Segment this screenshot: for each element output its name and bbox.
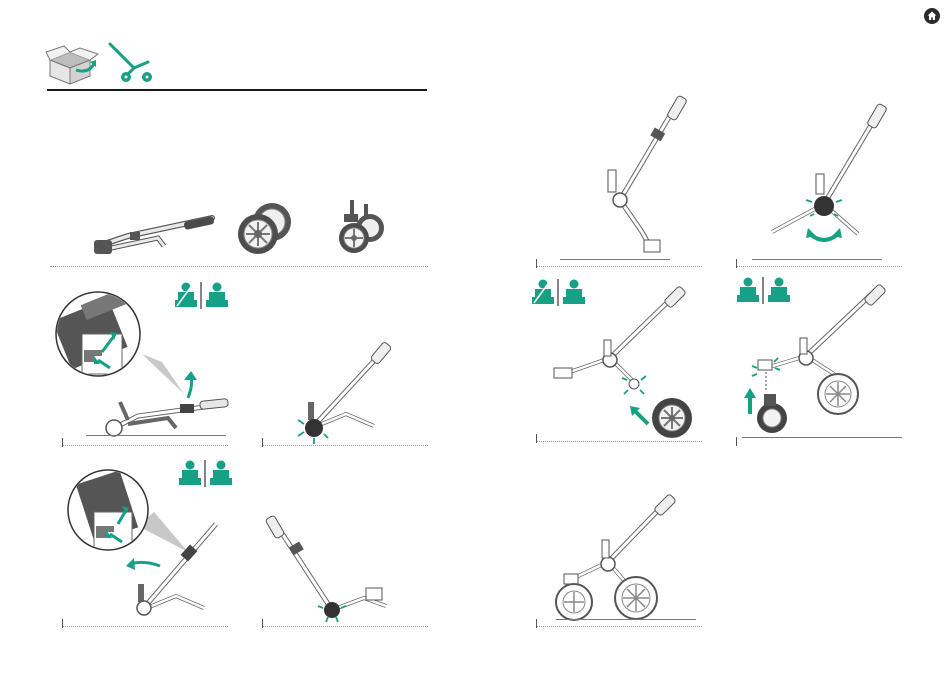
step-divider bbox=[262, 445, 428, 446]
frame-lift-handle-illustration bbox=[98, 372, 232, 436]
frame-standing-illustration bbox=[606, 96, 690, 260]
step-divider bbox=[536, 266, 702, 267]
attach-rear-wheel-illustration bbox=[552, 286, 700, 438]
ground-line bbox=[86, 435, 226, 436]
step-divider bbox=[62, 626, 228, 627]
step-divider bbox=[50, 266, 428, 267]
ground-line bbox=[742, 437, 902, 438]
step-marker bbox=[536, 434, 537, 443]
assembled-frame-illustration bbox=[550, 494, 700, 622]
home-button[interactable] bbox=[924, 8, 940, 24]
ground-line bbox=[560, 259, 670, 260]
rear-wheels-illustration bbox=[236, 198, 292, 260]
step-marker bbox=[62, 438, 63, 447]
attach-front-wheel-illustration bbox=[742, 284, 892, 436]
ground-line bbox=[752, 259, 882, 260]
hinge-click-illustration bbox=[296, 340, 416, 444]
frame-folded-illustration bbox=[88, 210, 218, 260]
header-rule bbox=[47, 89, 427, 91]
box-unpack-icon bbox=[46, 44, 102, 86]
front-wheel bbox=[556, 584, 592, 620]
step-divider bbox=[536, 626, 702, 627]
front-wheels-illustration bbox=[330, 198, 386, 260]
step-marker bbox=[536, 259, 537, 268]
unfold-frame-illustration bbox=[126, 520, 230, 616]
step-marker bbox=[262, 619, 263, 628]
step-divider bbox=[536, 441, 702, 442]
step-marker bbox=[536, 619, 537, 628]
home-icon bbox=[924, 8, 940, 24]
stroller-frame-icon bbox=[106, 40, 156, 86]
step-divider bbox=[62, 445, 228, 446]
step-divider bbox=[262, 626, 428, 627]
step-marker bbox=[62, 619, 63, 628]
step-marker bbox=[736, 259, 737, 268]
rotate-hinge-illustration bbox=[766, 104, 886, 252]
step-divider bbox=[736, 266, 902, 267]
step-marker bbox=[736, 437, 737, 446]
step-marker bbox=[262, 438, 263, 447]
frame-unfolded-click-illustration bbox=[268, 514, 398, 626]
ground-line bbox=[556, 619, 696, 620]
